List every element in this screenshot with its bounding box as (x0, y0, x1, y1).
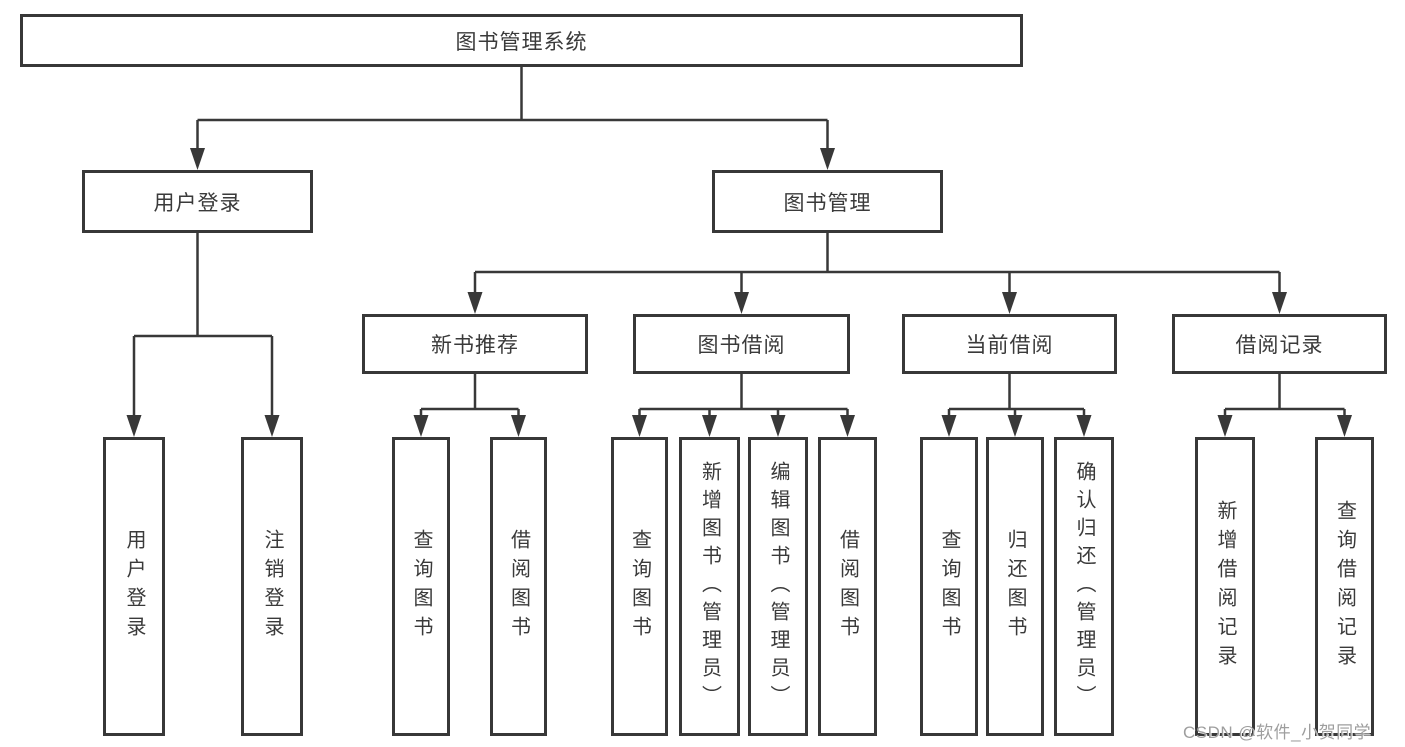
node-label: 图书管理系统 (455, 30, 588, 54)
leaf-label: 查询图书 (628, 528, 651, 645)
node-book-borrow: 图书借阅 (633, 314, 850, 374)
node-new-book-recommend: 新书推荐 (362, 314, 588, 374)
node-book-management: 图书管理 (712, 170, 943, 233)
leaf-label: 查询图书 (938, 528, 960, 645)
leaf-label: 借阅图书 (507, 528, 530, 645)
arrowheads (126, 148, 1352, 437)
leaf-add-borrow-record: 新增借阅记录 (1195, 437, 1255, 736)
node-library-management-system: 图书管理系统 (20, 14, 1023, 67)
node-user-login: 用户登录 (82, 170, 313, 233)
node-label: 当前借阅 (965, 334, 1054, 357)
leaf-query-books-current: 查询图书 (920, 437, 978, 736)
node-label: 用户登录 (153, 191, 242, 215)
leaf-borrow-books: 借阅图书 (818, 437, 877, 736)
leaf-label: 借阅图书 (836, 528, 859, 645)
watermark: CSDN @软件_小贺同学 (1183, 723, 1372, 742)
leaf-label: 新增图书（管理员） (698, 460, 721, 713)
leaf-label: 确认归还（管理员） (1073, 460, 1095, 713)
leaf-label: 新增借阅记录 (1214, 499, 1236, 674)
node-label: 图书借阅 (697, 334, 786, 357)
leaf-borrow-books-recommend: 借阅图书 (490, 437, 547, 736)
leaf-add-books-admin: 新增图书（管理员） (679, 437, 740, 736)
leaf-query-books-borrow: 查询图书 (611, 437, 668, 736)
node-label: 借阅记录 (1235, 334, 1324, 357)
leaf-label: 注销登录 (261, 528, 283, 645)
leaf-user-login: 用户登录 (103, 437, 165, 736)
leaf-edit-books-admin: 编辑图书（管理员） (748, 437, 808, 736)
leaf-label: 用户登录 (123, 528, 145, 645)
node-label: 图书管理 (783, 191, 872, 215)
node-current-borrow: 当前借阅 (902, 314, 1117, 374)
leaf-query-books-recommend: 查询图书 (392, 437, 450, 736)
connector-paths (132, 67, 1346, 419)
leaf-confirm-return-admin: 确认归还（管理员） (1054, 437, 1114, 736)
leaf-label: 归还图书 (1004, 528, 1026, 645)
node-label: 新书推荐 (431, 334, 519, 357)
node-borrow-records: 借阅记录 (1172, 314, 1387, 374)
leaf-label: 查询图书 (410, 528, 432, 645)
leaf-label: 查询借阅记录 (1333, 499, 1356, 674)
leaf-label: 编辑图书（管理员） (767, 460, 789, 713)
leaf-logout: 注销登录 (241, 437, 303, 736)
leaf-return-books: 归还图书 (986, 437, 1044, 736)
leaf-query-borrow-record: 查询借阅记录 (1315, 437, 1374, 736)
